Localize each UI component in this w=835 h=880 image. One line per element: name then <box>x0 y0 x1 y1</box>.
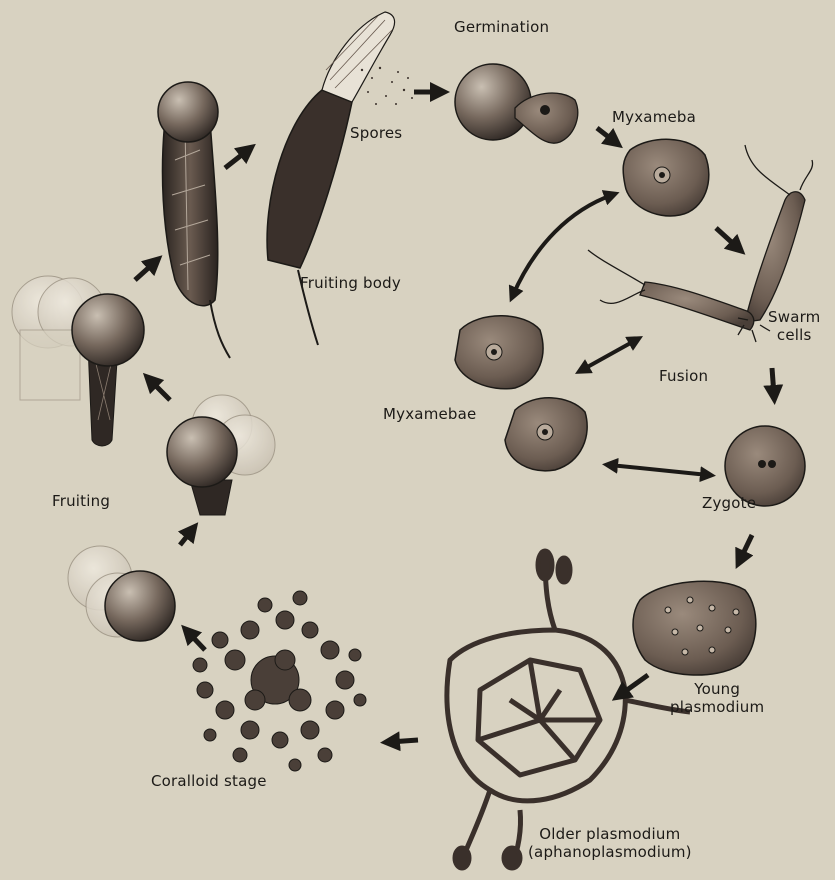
label-fusion: Fusion <box>659 367 708 385</box>
label-fruiting-body: Fruiting body <box>300 274 401 292</box>
label-zygote: Zygote <box>702 494 756 512</box>
label-young-plasmodium-line1: Young <box>670 680 764 698</box>
myxameba-cell <box>623 139 709 216</box>
label-myxamebae: Myxamebae <box>383 405 476 423</box>
label-germination: Germination <box>454 18 549 36</box>
label-older-plasmodium: Older plasmodium (aphanoplasmodium) <box>528 825 692 861</box>
label-fruiting: Fruiting <box>52 492 110 510</box>
label-young-plasmodium-line2: plasmodium <box>670 698 764 716</box>
label-coralloid-stage: Coralloid stage <box>151 772 267 790</box>
label-spores: Spores <box>350 124 402 142</box>
label-older-plasmodium-line1: Older plasmodium <box>528 825 692 843</box>
young-plasmodium <box>633 581 756 675</box>
label-swarm-cells: Swarm cells <box>768 308 821 344</box>
label-myxameba: Myxameba <box>612 108 696 126</box>
label-older-plasmodium-line2: (aphanoplasmodium) <box>528 843 692 861</box>
label-young-plasmodium: Young plasmodium <box>670 680 764 716</box>
label-swarm-cells-line2: cells <box>768 326 821 344</box>
label-swarm-cells-line1: Swarm <box>768 308 821 326</box>
